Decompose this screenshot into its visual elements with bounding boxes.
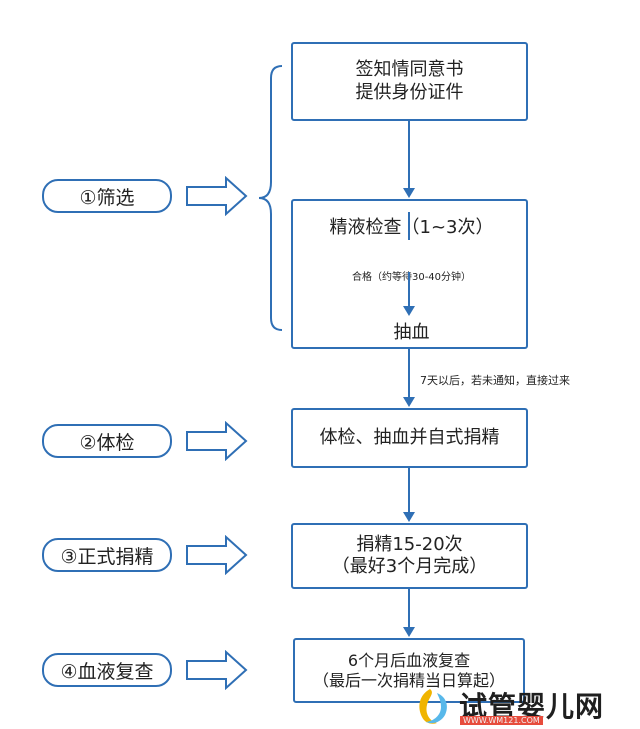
arrowhead-2 [403,306,415,316]
arrowhead-3 [403,397,415,407]
semen-test-title: 精液检查（1~3次） [329,217,494,238]
recheck-line-1: 6个月后血液复查 [347,650,471,670]
wait-note: 7天以后，若未通知，直接过来 [420,374,570,387]
arrowhead-5 [403,627,415,637]
consent-line-2: 提供身份证件 [355,81,464,103]
hollow-right-arrow-4 [186,650,248,690]
consent-line-1: 签知情同意书 [355,59,464,80]
donation-line-1: 捐精15-20次 [356,533,463,555]
consent-box: 签知情同意书 提供身份证件 [291,42,528,121]
stage-3-label: ③正式捐精 [60,545,154,568]
watermark-url: WWW.WM121.COM [460,716,543,725]
arrowhead-4 [403,512,415,522]
stage-1-pill: ①筛选 [42,179,172,213]
connector-3 [408,349,410,397]
recheck-box: 6个月后血液复查 （最后一次捐精当日算起） [293,638,525,703]
recheck-line-2: （最后一次捐精当日算起） [312,670,505,690]
screening-brace-icon [258,65,283,331]
arrowhead-1 [403,188,415,198]
stage-4-pill: ④血液复查 [42,653,172,687]
donation-line-2: （最好3个月完成） [331,556,488,577]
stage-3-pill: ③正式捐精 [42,538,172,572]
stage-2-label: ②体检 [79,431,135,454]
connector-4 [408,468,410,512]
connector-1 [408,121,410,188]
physical-exam-label: 体检、抽血并自式捐精 [319,426,500,448]
hollow-right-arrow-3 [186,535,248,575]
physical-exam-box: 体检、抽血并自式捐精 [291,408,528,468]
stage-1-label: ①筛选 [79,186,135,209]
connector-2-lower [408,272,410,306]
hollow-right-arrow-2 [186,421,248,461]
donation-box: 捐精15-20次 （最好3个月完成） [291,523,528,589]
hollow-right-arrow-1 [186,176,248,216]
connector-2-upper [408,212,410,240]
semen-test-note: 合格（约等待30-40分钟） [351,272,472,283]
connector-5 [408,589,410,627]
stage-2-pill: ②体检 [42,424,172,458]
stage-4-label: ④血液复查 [60,660,154,683]
blood-draw-label: 抽血 [393,322,430,343]
